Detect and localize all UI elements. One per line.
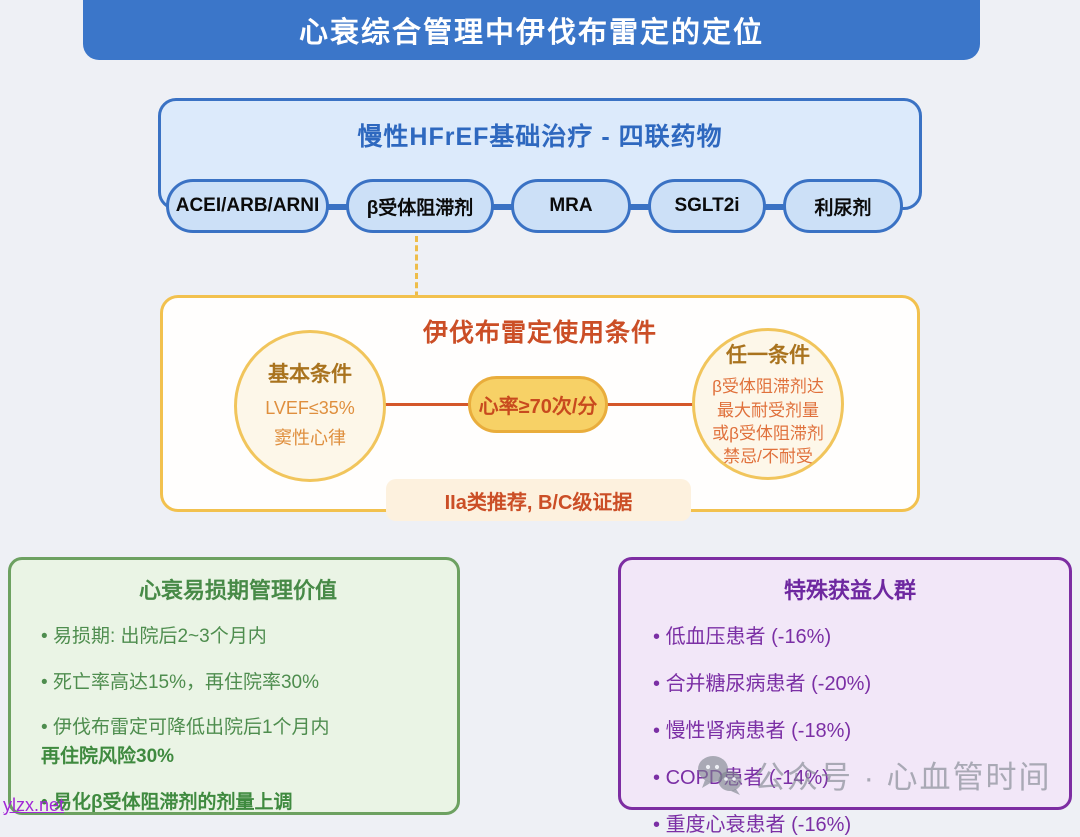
list-item: 伊伐布雷定可降低出院后1个月内 再住院风险30%	[41, 716, 435, 769]
site-watermark-link[interactable]: ylzx.net	[3, 795, 65, 815]
header-banner: 心衰综合管理中伊伐布雷定的定位	[83, 0, 980, 60]
drug-pill-diuretic: 利尿剂	[783, 179, 903, 233]
wechat-watermark-label: 公众号 · 心血管时间	[754, 760, 1052, 795]
basic-condition-title: 基本条件	[268, 363, 352, 387]
basic-condition-line: LVEF≤35%	[265, 398, 355, 419]
usage-conditions-title: 伊伐布雷定使用条件	[422, 319, 657, 347]
list-item-text: 死亡率高达15%，再住院率30%	[52, 671, 319, 693]
heart-rate-pill: 心率≥70次/分	[468, 376, 608, 433]
list-item-text: 易化β受体阻滞剂的剂量上调	[52, 791, 293, 813]
base-therapy-title: 慢性HFrEF基础治疗 - 四联药物	[357, 123, 723, 151]
either-condition-line: 禁忌/不耐受	[723, 447, 813, 467]
either-condition-line: 或β受体阻滞剂	[712, 424, 824, 443]
page-title: 心衰综合管理中伊伐布雷定的定位	[298, 17, 764, 49]
wechat-icon	[698, 755, 742, 795]
vulnerable-period-box: 心衰易损期管理价值 易损期: 出院后2~3个月内 死亡率高达15%，再住院率30…	[8, 557, 460, 815]
drug-pill-beta-blocker: β受体阻滞剂	[346, 179, 494, 233]
either-condition-circle: 任一条件 β受体阻滞剂达 最大耐受剂量 或β受体阻滞剂 禁忌/不耐受	[692, 328, 844, 480]
drug-pill-row: ACEI/ARB/ARNI β受体阻滞剂 MRA SGLT2i 利尿剂	[166, 179, 906, 233]
drug-pill-mra: MRA	[511, 179, 631, 233]
list-item: 合并糖尿病患者 (-20%)	[653, 672, 1047, 696]
either-condition-line: β受体阻滞剂达	[712, 377, 824, 397]
drug-pill-sglt2i: SGLT2i	[648, 179, 766, 233]
list-item-text: 易损期: 出院后2~3个月内	[52, 626, 267, 647]
list-item: 易损期: 出院后2~3个月内	[41, 625, 435, 650]
dashed-arrow-line	[415, 236, 418, 316]
wechat-watermark: 公众号 · 心血管时间	[696, 752, 1052, 797]
connector-left-line	[384, 403, 469, 406]
list-item-text: 伊伐布雷定可降低出院后1个月内	[52, 717, 330, 739]
list-item-text-bold: 再住院风险30%	[41, 746, 175, 768]
connector-right-line	[606, 403, 693, 406]
drug-pill-acei-arb-arni: ACEI/ARB/ARNI	[166, 179, 329, 233]
list-item: 死亡率高达15%，再住院率30%	[41, 671, 435, 696]
special-groups-title: 特殊获益人群	[783, 578, 916, 603]
recommendation-badge: IIa类推荐, B/C级证据	[386, 479, 691, 521]
either-condition-line: 最大耐受剂量	[717, 400, 819, 420]
list-item: 低血压患者 (-16%)	[653, 625, 1047, 649]
basic-condition-circle: 基本条件 LVEF≤35% 窦性心律	[234, 330, 386, 482]
vulnerable-period-title: 心衰易损期管理价值	[138, 578, 337, 603]
either-condition-title: 任一条件	[726, 344, 810, 368]
list-item: 重度心衰患者 (-16%)	[653, 813, 1047, 837]
list-item: 慢性肾病患者 (-18%)	[653, 719, 1047, 743]
list-item: 易化β受体阻滞剂的剂量上调	[41, 791, 435, 816]
basic-condition-line: 窦性心律	[274, 428, 346, 448]
